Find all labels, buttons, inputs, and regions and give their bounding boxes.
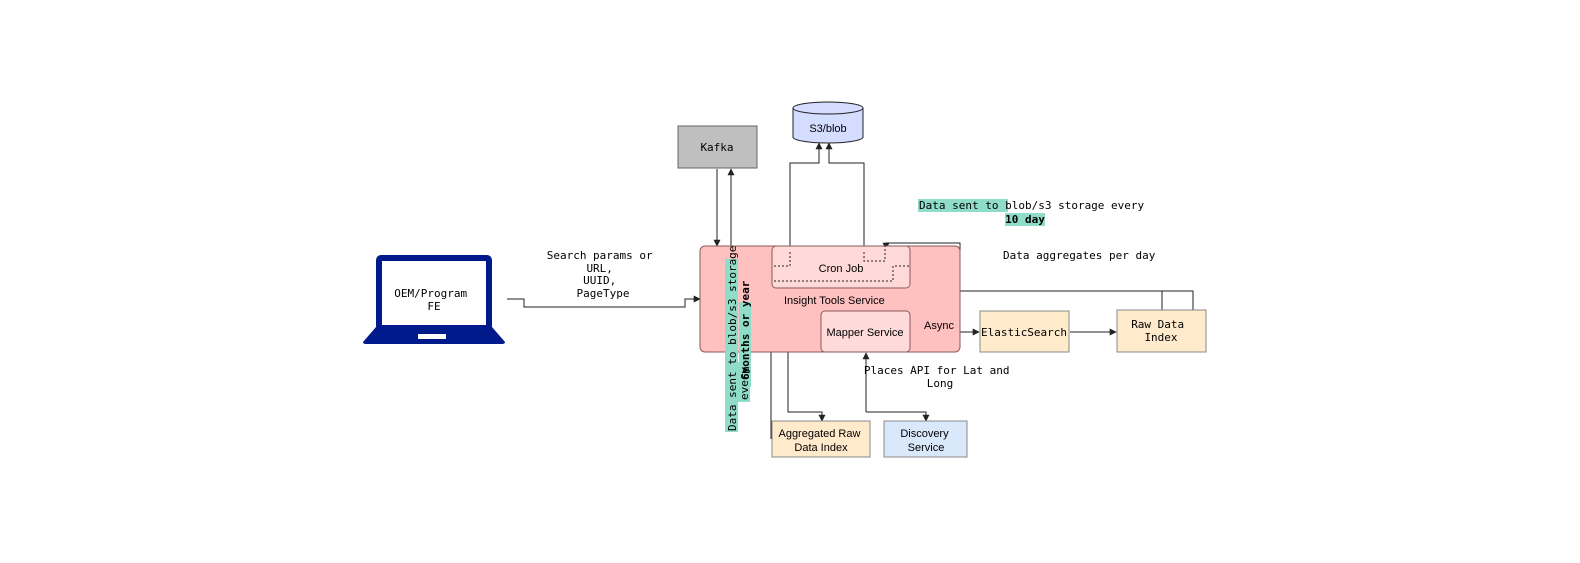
async-label: Async bbox=[924, 320, 954, 332]
aggregated-index-label: Aggregated Raw Data Index bbox=[778, 428, 863, 454]
raw-data-index-node: Raw Data Index bbox=[1116, 309, 1207, 353]
kafka-node: Kafka bbox=[677, 125, 758, 169]
cron-job-label: Cron Job bbox=[819, 263, 864, 275]
aggregated-raw-data-index-node: Aggregated Raw Data Index bbox=[771, 420, 871, 458]
search-params-label: Search params or URL, UUID, PageType bbox=[547, 249, 660, 300]
elasticsearch-node: ElasticSearch bbox=[979, 310, 1070, 353]
blob-10day-line1: Data sent to blob/s3 storage every bbox=[919, 199, 1145, 212]
blob-vertical-line2: every bbox=[738, 367, 751, 400]
mapper-service-label: Mapper Service bbox=[826, 327, 903, 339]
laptop-icon: OEM/Program FE bbox=[363, 255, 505, 344]
blob-6months-note: Data sent to blob/s3 storage every 6mont… bbox=[725, 246, 752, 432]
s3-blob-node: S3/blob bbox=[792, 101, 864, 144]
cron-dotted-overlay-left bbox=[774, 252, 791, 267]
data-aggregates-label: Data aggregates per day bbox=[1003, 249, 1156, 262]
edge-cron-to-s3-right bbox=[825, 142, 865, 249]
blob-vertical-line3: 6months or year bbox=[739, 280, 752, 380]
blob-10day-note: Data sent to blob/s3 storage every 10 da… bbox=[918, 199, 1145, 226]
discovery-service-label: Discovery Service bbox=[900, 428, 951, 454]
cron-job-node: Cron Job bbox=[771, 245, 911, 289]
cron-dotted-overlay-right bbox=[863, 246, 886, 262]
elasticsearch-label: ElasticSearch bbox=[981, 326, 1067, 339]
insight-service-label: Insight Tools Service bbox=[784, 295, 885, 307]
raw-data-index-label: Raw Data Index bbox=[1131, 318, 1191, 344]
blob-vertical-line1: Data sent to blob/s3 storage bbox=[726, 246, 739, 431]
blob-10day-line2: 10 day bbox=[1005, 213, 1045, 226]
kafka-label: Kafka bbox=[700, 141, 733, 154]
laptop-label: OEM/Program FE bbox=[394, 287, 473, 313]
mapper-service-node: Mapper Service bbox=[820, 310, 911, 353]
discovery-service-node: Discovery Service bbox=[883, 420, 968, 458]
edge-cron-to-s3-left bbox=[789, 142, 823, 249]
places-api-label: Places API for Lat and Long bbox=[864, 364, 1016, 390]
edge-mapper-to-discovery bbox=[866, 411, 930, 422]
edge-laptop-to-service bbox=[507, 295, 701, 308]
s3-label: S3/blob bbox=[809, 123, 846, 135]
